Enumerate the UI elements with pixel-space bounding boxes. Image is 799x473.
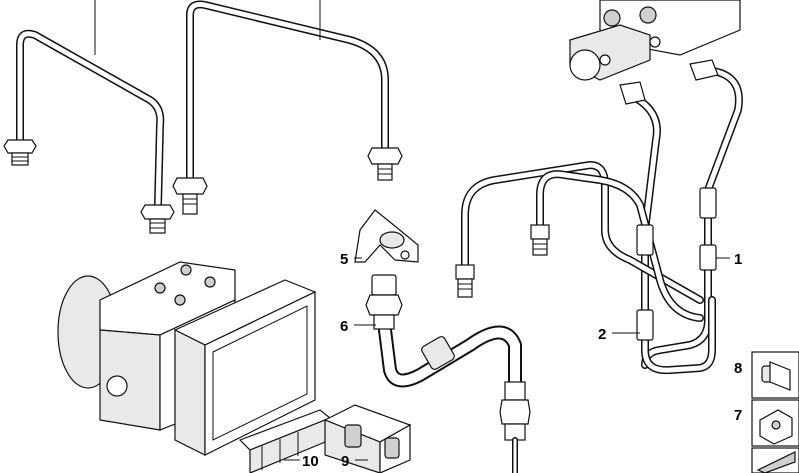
clip-box-7[interactable] [751, 399, 799, 447]
master-cylinder [569, 0, 741, 81]
callout-8: 8 [734, 360, 742, 377]
callout-5: 5 [340, 251, 362, 268]
clip-box-extra [751, 447, 799, 473]
callout-label-1: 1 [734, 251, 742, 268]
callout-1: 1 [716, 251, 742, 268]
callout-label-7: 7 [734, 407, 742, 424]
callout-9: 9 [341, 453, 368, 470]
hose-bracket[interactable] [354, 209, 419, 263]
pipe-fitting-right-c [530, 224, 550, 256]
pipe-fitting-right-a [619, 59, 719, 105]
callout-label-9: 9 [341, 453, 349, 470]
callout-7: 7 [734, 407, 742, 424]
pipe-nut-left-2 [140, 204, 175, 234]
callout-label-8: 8 [734, 360, 742, 377]
callout-6: 6 [340, 318, 376, 335]
callout-2: 2 [598, 326, 640, 343]
callout-10: 10 [284, 453, 319, 470]
callout-label-5: 5 [340, 251, 348, 268]
pipe-nut-left-4 [367, 147, 403, 181]
brake-pipe-right-1[interactable] [641, 66, 743, 369]
pipe-nut-left-3 [172, 177, 208, 215]
brake-pipe-right-3[interactable] [461, 161, 704, 304]
pipe-sleeve-2 [636, 224, 654, 341]
connector-bracket[interactable] [238, 409, 332, 473]
brake-hose[interactable] [365, 274, 531, 473]
brake-pipe-right-4[interactable] [536, 170, 704, 322]
clip-box-8[interactable] [751, 351, 799, 399]
abs-control-module [173, 279, 317, 456]
callout-label-10: 10 [302, 453, 319, 470]
callout-label-6: 6 [340, 318, 348, 335]
callout-label-2: 2 [598, 326, 606, 343]
brake-pipe-left-b[interactable] [186, 0, 389, 182]
pipe-nut-left-1 [3, 139, 37, 166]
hose-holder[interactable] [323, 404, 412, 473]
brake-pipe-right-2[interactable] [626, 91, 716, 375]
pipe-fitting-right-b [455, 264, 475, 298]
brake-pipe-left-a[interactable] [16, 0, 165, 209]
